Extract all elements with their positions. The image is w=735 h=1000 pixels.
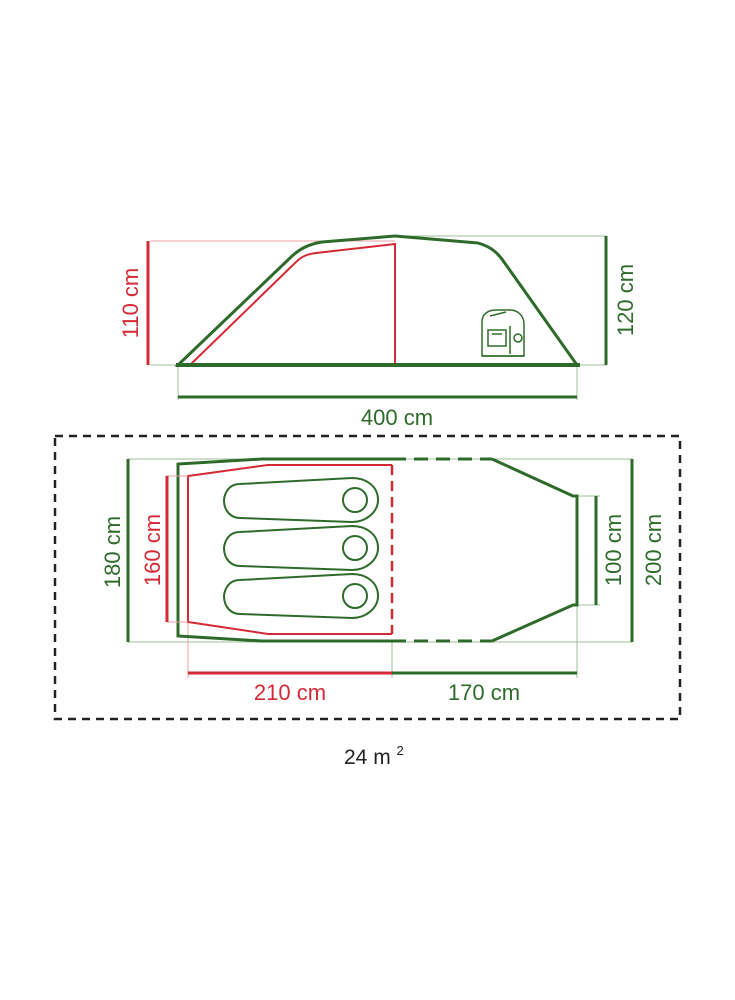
backpack-icon [481,309,525,357]
flysheet-outline [174,234,580,367]
area-superscript: 2 [397,743,404,758]
bedroom-length-label: 210 cm [254,680,326,705]
outer-width-label: 180 cm [100,516,125,588]
pillow [342,535,368,561]
total-width-dimension: 200 cm [630,459,666,642]
porch-width-label: 100 cm [601,514,626,586]
outer-height-dimension: 120 cm [604,236,638,365]
inner-width-label: 160 cm [140,514,165,586]
area-value: 24 m [344,746,391,769]
length-label: 400 cm [361,405,433,430]
porch-length-dimension: 170 cm [392,671,577,705]
pillow [342,583,368,609]
floor-outline [176,457,392,643]
inner-tent-outline [189,242,396,366]
footprint-boundary [53,434,682,721]
side-view: 110 cm 120 cm 400 cm [118,234,638,430]
footprint-area: 24 m 2 [344,743,404,769]
porch-length-label: 170 cm [448,680,520,705]
inner-height-dimension: 110 cm [118,241,150,365]
sleeping-bag [222,476,380,524]
pillow [342,487,368,513]
total-width-label: 200 cm [641,514,666,586]
inner-width-dimension: 160 cm [140,475,188,623]
floor-plan: 180 cm 160 cm 100 cm 200 cm 210 cm 170 c… [53,434,682,721]
outer-width-dimension: 180 cm [100,459,130,642]
porch-outline [491,457,579,643]
outer-height-label: 120 cm [613,264,638,336]
sleeping-bag [222,524,380,572]
inner-height-label: 110 cm [118,268,143,339]
area-label: 24 m 2 [344,743,404,769]
bedroom-length-dimension: 210 cm [188,671,392,705]
length-dimension: 400 cm [177,367,578,430]
porch-width-dimension: 100 cm [594,496,626,605]
sleeping-bag [222,572,380,620]
bedroom-outline [187,464,392,635]
